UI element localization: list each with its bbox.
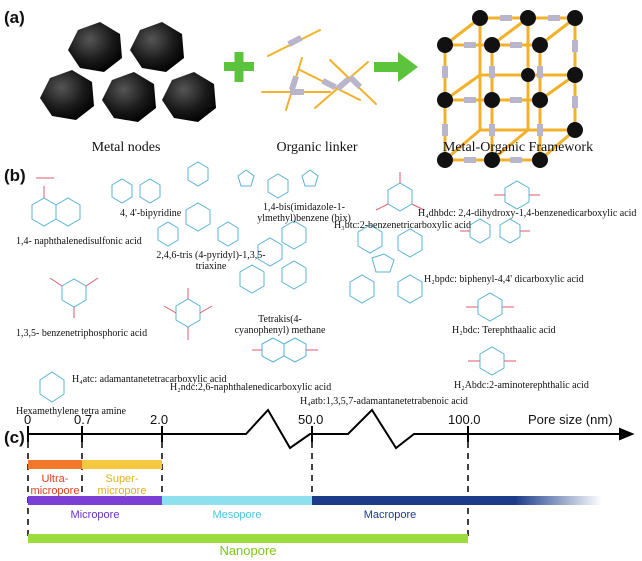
tick-100-0: 100.0 <box>448 412 481 427</box>
ultra-micropore-label: Ultra-micropore <box>30 473 80 497</box>
axis-title: Pore size (nm) <box>528 412 613 427</box>
mesopore-label: Mesopore <box>212 509 262 521</box>
micropore-bar <box>28 496 162 505</box>
mof-nodes <box>437 10 583 168</box>
compound-dhbdc: H₄dhbdc: 2,4-dihydroxy-1,4-benzenedicarb… <box>418 208 637 219</box>
caption-mof: Metal-Organic Framework <box>442 140 594 155</box>
compound-btc: H₃btc:2-benzenetricarboxylic acid <box>334 220 472 231</box>
compound-bpdc: H₂bpdc: biphenyl-4,4' dicarboxylic acid <box>424 274 584 285</box>
super-micropore-bar <box>82 460 162 469</box>
mesopore-bar <box>162 496 312 505</box>
panel-b-label: (b) <box>4 166 26 185</box>
organic-linkers <box>261 29 377 111</box>
metal-node <box>130 22 184 72</box>
mof-linker-bodies <box>442 15 578 163</box>
metal-node <box>162 72 216 122</box>
compound-atc: H₄atc: adamantanetetracarboxylic acid <box>72 374 227 385</box>
nanopore-label: Nanopore <box>219 543 277 558</box>
panel-c-label: (c) <box>4 428 25 447</box>
caption-organic-linker: Organic linker <box>276 140 358 155</box>
micropore-label: Micropore <box>70 509 120 521</box>
compound-bipyridine: 4, 4'-bipyridine <box>120 208 182 219</box>
metal-node <box>102 72 156 122</box>
metal-nodes <box>40 22 216 122</box>
mof-framework <box>443 16 577 162</box>
compound-tetrakis: Tetrakis(4-cyanophenyl) methane <box>234 314 326 336</box>
compound-bix: 1,4-bis(imidazole-1-ylmethyl)benzene (bi… <box>257 202 351 224</box>
tick-0-7: 0.7 <box>74 412 93 427</box>
acid-groups <box>36 172 540 362</box>
compound-bdc: H₂bdc: Terephthaalic acid <box>452 325 556 336</box>
plus-icon <box>224 52 254 82</box>
dashed-guides <box>27 442 469 540</box>
nanopore-bar <box>28 534 468 543</box>
compound-ndc: H₂ndc:2,6-naphthalenedicarboxylic acid <box>170 382 332 393</box>
caption-metal-nodes: Metal nodes <box>91 140 161 155</box>
super-micropore-label: Super-micropore <box>97 473 147 497</box>
metal-node <box>68 22 122 72</box>
tick-2-0: 2.0 <box>150 412 169 427</box>
arrow-icon <box>374 52 418 82</box>
tick-50-0: 50.0 <box>298 412 324 427</box>
panel-a-label: (a) <box>4 8 25 27</box>
compound-abdc: H₂Abdc:2-aminoterephthalic acid <box>454 380 589 391</box>
pore-scale-axis <box>27 408 635 450</box>
compound-hexamine: Hexamethylene tetra amine <box>16 406 126 417</box>
macropore-bar <box>312 496 602 505</box>
compound-atb: H₄atb:1,3,5,7-adamantanetetrabenoic acid <box>300 396 468 407</box>
compound-triazine: 2,4,6-tris (4-pyridyl)-1,3,5-triaxine <box>156 250 266 272</box>
macropore-label: Macropore <box>363 509 417 521</box>
compound-naphthalenedisulfonic: 1,4- naphthalenedisulfonic acid <box>16 236 142 247</box>
compound-phosphoric: 1,3,5- benzenetriphosphoric acid <box>16 328 148 339</box>
ultra-micropore-bar <box>28 460 82 469</box>
tick-0: 0 <box>24 412 32 427</box>
metal-node <box>40 70 94 120</box>
